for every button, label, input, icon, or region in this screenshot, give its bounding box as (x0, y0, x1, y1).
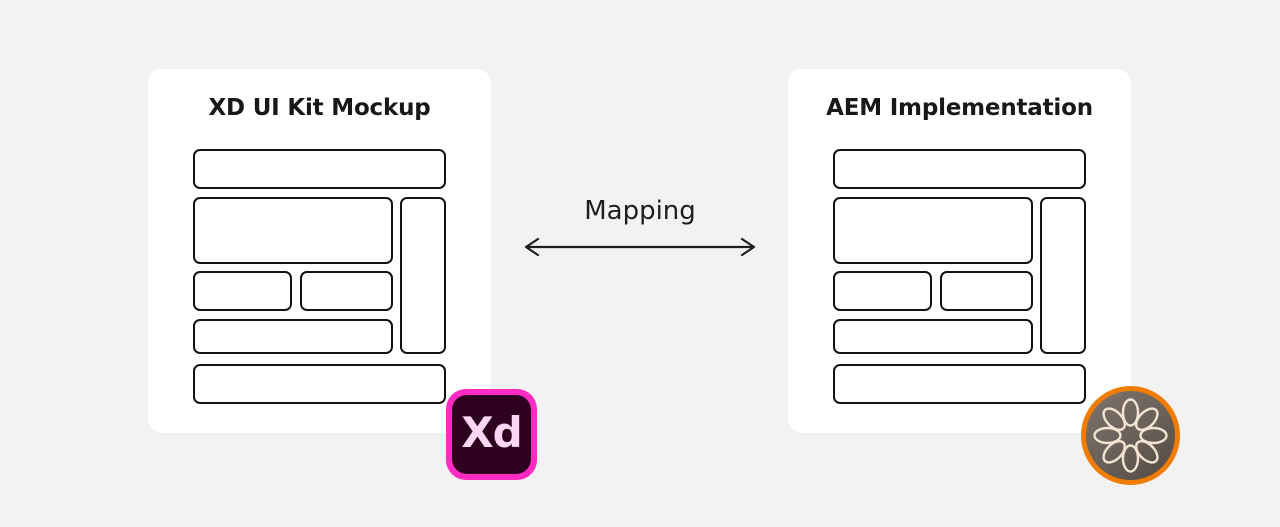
aem-wireframe-right-rail (1040, 197, 1086, 354)
aem-wireframe-footer-bar (833, 364, 1086, 404)
xd-wireframe (193, 149, 446, 404)
aem-wireframe (833, 149, 1086, 404)
aem-implementation-card-title: AEM Implementation (826, 95, 1093, 121)
double-headed-arrow-icon (524, 237, 756, 257)
aem-wireframe-hero-block (833, 197, 1033, 264)
aem-implementation-card: AEM Implementation (788, 69, 1131, 433)
xd-wireframe-half-block-a (193, 271, 292, 311)
adobe-xd-icon-fill (452, 395, 531, 474)
xd-wireframe-wide-strip (193, 319, 393, 354)
xd-mockup-card-title: XD UI Kit Mockup (208, 95, 431, 121)
aem-icon-art (1081, 386, 1180, 485)
aem-wireframe-header-bar (833, 149, 1086, 189)
mapping-label: Mapping (584, 196, 696, 226)
adobe-xd-icon: Xd (446, 389, 537, 480)
aem-wireframe-half-block-a (833, 271, 932, 311)
xd-wireframe-right-rail (400, 197, 446, 354)
mapping-connector: Mapping (520, 196, 760, 268)
aem-wireframe-wide-strip (833, 319, 1033, 354)
aem-wireframe-half-block-b (940, 271, 1033, 311)
xd-wireframe-footer-bar (193, 364, 446, 404)
xd-mockup-card: XD UI Kit Mockup (148, 69, 491, 433)
adobe-experience-manager-icon (1081, 386, 1180, 485)
adobe-xd-icon-label: Xd (461, 408, 522, 457)
xd-wireframe-half-block-b (300, 271, 393, 311)
xd-wireframe-hero-block (193, 197, 393, 264)
xd-wireframe-header-bar (193, 149, 446, 189)
